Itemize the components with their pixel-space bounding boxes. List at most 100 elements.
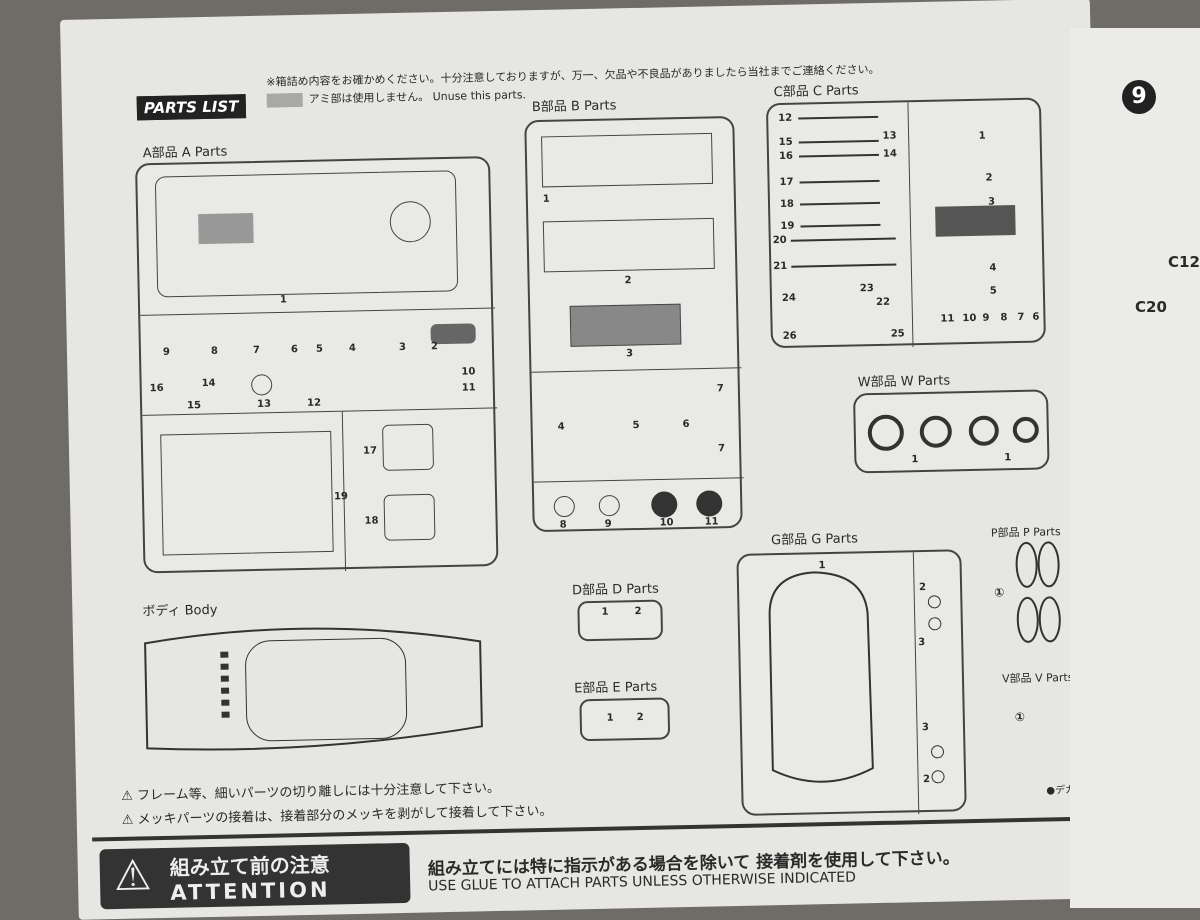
part-number: 3 — [625, 348, 634, 360]
part-number: 1 — [601, 606, 609, 618]
part-number: 14 — [882, 148, 898, 160]
b-parts-drawing — [531, 132, 744, 518]
section-p-title: P部品 P Parts — [990, 525, 1061, 540]
part-number: 1 — [911, 454, 919, 466]
part-number: 13 — [882, 130, 897, 142]
e-parts-sprue: 1 2 — [579, 697, 671, 742]
part-number: 21 — [773, 260, 788, 273]
part-number: 9 — [604, 518, 612, 530]
part-number: 6 — [682, 418, 690, 431]
part-number: 12 — [778, 112, 793, 124]
part-number: 24 — [781, 292, 797, 304]
part-number: 16 — [149, 382, 164, 395]
section-w-title: W部品 W Parts — [857, 373, 951, 391]
a-parts-sprue: 1 9 8 7 6 5 4 3 2 10 11 16 14 15 13 12 1… — [135, 156, 499, 574]
part-number: 18 — [364, 515, 379, 527]
section-b-title: B部品 B Parts — [531, 98, 617, 116]
section-c-title: C部品 C Parts — [773, 83, 859, 101]
next-page: 9 C12 C20 — [1070, 28, 1200, 908]
part-number: 1 — [818, 560, 826, 572]
caution-1: ⚠ フレーム等、細いパーツの切り離しには十分注意して下さい。 — [121, 777, 500, 804]
part-number: 9 — [162, 346, 171, 358]
part-number: 4 — [348, 342, 357, 355]
g-parts-sprue: 1 2 3 3 2 — [736, 549, 967, 816]
attention-en: ATTENTION — [170, 877, 331, 905]
part-number: 12 — [306, 397, 322, 409]
part-number: ① — [1014, 709, 1026, 725]
part-number: 20 — [772, 234, 787, 247]
part-number: 10 — [659, 517, 674, 529]
attention-box: ⚠ 組み立て前の注意 ATTENTION — [99, 842, 411, 910]
w-parts-drawing — [867, 414, 1039, 451]
part-number: 7 — [1017, 311, 1025, 324]
section-d-title: D部品 D Parts — [571, 581, 659, 599]
part-number: 2 — [985, 172, 993, 184]
part-number: 2 — [636, 711, 644, 724]
part-number: 11 — [704, 516, 719, 528]
part-number: ① — [994, 585, 1005, 600]
part-number: 14 — [201, 377, 216, 390]
part-number: 1 — [279, 294, 287, 306]
note-jp: アミ部は使用しません。 — [308, 90, 430, 106]
instruction-page: ※箱詰め内容をお確かめください。十分注意しておりますが、万一、欠品や不良品があり… — [60, 0, 1109, 920]
w-parts-sprue: 1 1 — [852, 389, 1050, 474]
part-number: 17 — [362, 445, 378, 457]
part-number: 13 — [256, 398, 272, 410]
part-number: 3 — [398, 341, 407, 353]
part-number: 5 — [632, 419, 640, 432]
part-number: 15 — [778, 136, 793, 148]
caution-2: ⚠ メッキパーツの接着は、接着部分のメッキを剥がして接着して下さい。 — [122, 800, 553, 828]
section-g-title: G部品 G Parts — [770, 531, 859, 549]
part-number: 2 — [918, 581, 927, 594]
part-number: 10 — [962, 312, 977, 325]
warning-icon: ⚠ — [113, 850, 153, 901]
a-parts-drawing — [140, 170, 498, 572]
part-number: 3 — [918, 637, 926, 649]
c-parts-drawing — [790, 102, 1016, 348]
part-number: 3 — [987, 196, 996, 208]
part-number: 4 — [557, 421, 565, 433]
part-number: 19 — [780, 220, 795, 232]
part-number: 8 — [1000, 312, 1008, 324]
part-number: 2 — [922, 773, 931, 786]
b-parts-sprue: 1 2 3 4 5 6 7 7 8 9 10 11 — [524, 115, 744, 533]
section-a-title: A部品 A Parts — [142, 144, 228, 162]
warning-icon: ⚠ — [121, 788, 138, 804]
part-number: 1 — [1004, 452, 1012, 464]
caution-text: メッキパーツの接着は、接着部分のメッキを剥がして接着して下さい。 — [137, 803, 553, 828]
note-en: Unuse this parts. — [432, 88, 527, 104]
g-parts-drawing — [768, 552, 945, 815]
part-number: 19 — [333, 491, 349, 503]
part-number: 5 — [315, 343, 324, 355]
unused-parts-note: アミ部は使用しません。 Unuse this parts. — [266, 86, 527, 108]
part-number: 25 — [890, 328, 905, 340]
part-number: 2 — [624, 275, 632, 287]
part-number: 18 — [779, 198, 795, 210]
part-number: 11 — [940, 313, 955, 325]
part-number: 7 — [718, 443, 726, 455]
gray-swatch — [266, 92, 303, 108]
part-number: 2 — [430, 341, 439, 353]
part-number: 17 — [779, 176, 794, 188]
part-number: 8 — [210, 345, 219, 357]
part-number: 6 — [1032, 311, 1040, 323]
part-number: 11 — [461, 382, 476, 394]
part-number: 3 — [921, 721, 930, 734]
part-number: 1 — [978, 130, 986, 142]
part-number: 23 — [859, 283, 874, 295]
d-parts-sprue: 1 2 — [577, 599, 664, 642]
part-number: 1 — [542, 193, 550, 205]
section-v-title: V部品 V Parts — [1001, 670, 1074, 686]
part-number: 8 — [559, 519, 567, 531]
part-number: 16 — [778, 150, 794, 162]
part-number: 26 — [782, 330, 797, 342]
c-parts-sprue: 12 15 13 16 14 17 18 19 20 21 24 23 22 2… — [765, 97, 1046, 349]
part-number: 9 — [982, 312, 990, 324]
part-number: 7 — [252, 344, 261, 357]
part-number: 1 — [606, 712, 614, 724]
part-number: 2 — [634, 605, 642, 618]
part-number: 15 — [186, 400, 202, 412]
parts-list-logo: PARTS LIST — [136, 94, 246, 121]
part-number: 7 — [716, 383, 724, 395]
part-number: 22 — [875, 296, 891, 308]
